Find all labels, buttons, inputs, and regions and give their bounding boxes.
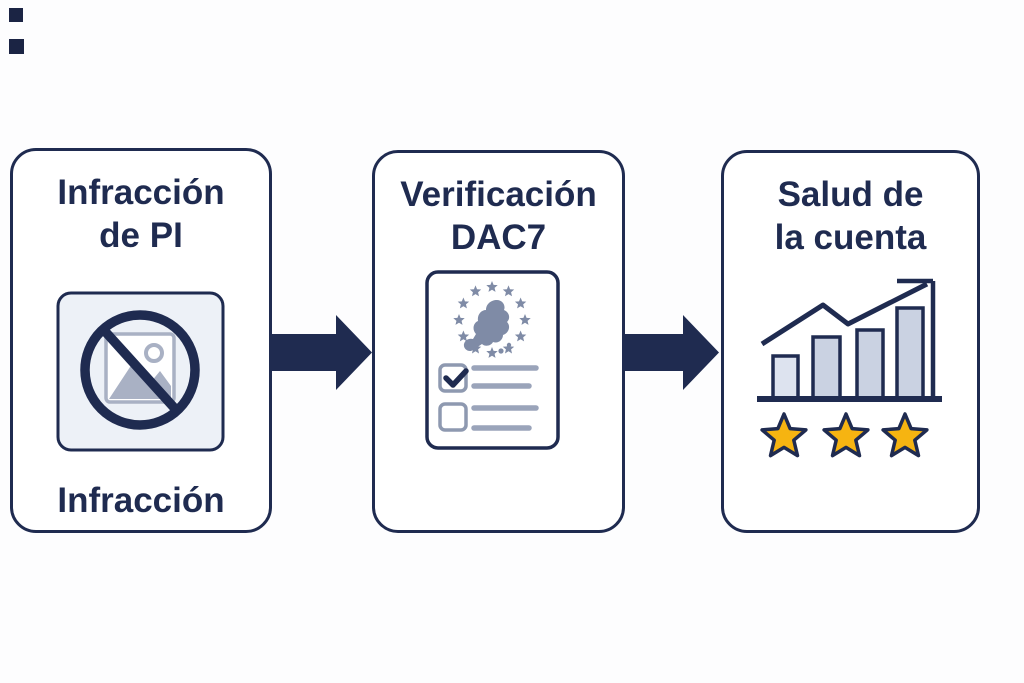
step-title-line2: DAC7 (450, 218, 547, 257)
step-title: Salud de la cuenta (724, 173, 977, 259)
step-title-line2: de PI (99, 216, 183, 255)
corner-marker-square (9, 39, 24, 54)
step-title-line1: Salud de (777, 175, 924, 214)
step-title: Infracción de PI (13, 171, 269, 257)
step-title-line1: Infracción (57, 173, 225, 212)
step-card-account-health: Salud de la cuenta (721, 150, 980, 533)
corner-marker-square (9, 8, 23, 22)
step-title-line2: la cuenta (774, 218, 927, 257)
step-card-ip-infringement: Infracción de PI Infracción (10, 148, 272, 533)
step-caption: Infracción (57, 481, 225, 520)
step-title: Verificación DAC7 (375, 173, 622, 259)
flow-arrow-right-icon (622, 315, 719, 390)
step-title-line1: Verificación (400, 175, 597, 214)
flow-arrow-right-icon (272, 315, 372, 390)
step-card-dac7-verification: Verificación DAC7 (372, 150, 625, 533)
